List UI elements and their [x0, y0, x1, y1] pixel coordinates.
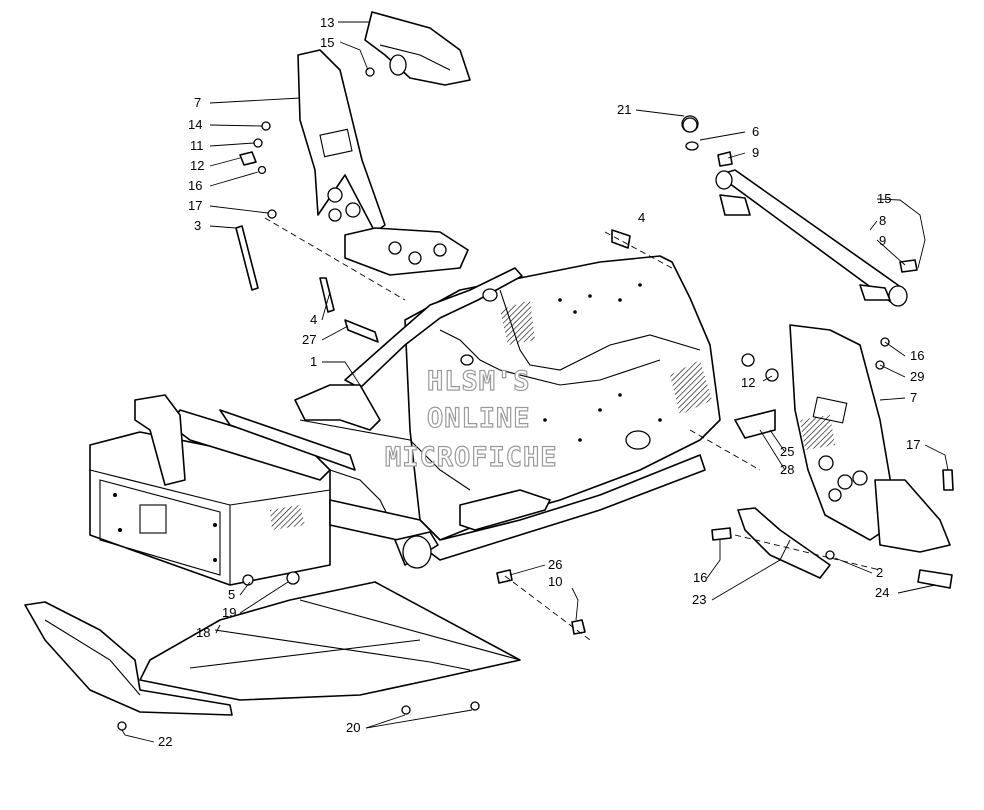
- leader-lines: [121, 21, 949, 743]
- callout-27: 27: [302, 332, 316, 347]
- main-frame: [89, 255, 721, 586]
- callout-16: 16: [910, 348, 924, 363]
- callout-13: 13: [320, 15, 334, 30]
- callout-11: 11: [190, 138, 204, 153]
- watermark: HLSM'S ONLINE MICROFICHE: [384, 365, 558, 473]
- callout-7: 7: [194, 95, 201, 110]
- callout-20: 20: [346, 720, 360, 735]
- callout-19: 19: [222, 605, 236, 620]
- callout-12: 12: [190, 158, 204, 173]
- callout-22: 22: [158, 734, 172, 749]
- callout-9: 9: [879, 233, 886, 248]
- watermark-line-2: ONLINE: [427, 403, 531, 434]
- callout-28: 28: [780, 462, 794, 477]
- callout-9: 9: [752, 145, 759, 160]
- callout-21: 21: [617, 102, 631, 117]
- callout-1: 1: [310, 354, 317, 369]
- watermark-line-1: HLSM'S: [427, 366, 531, 397]
- top-cover: [364, 11, 471, 86]
- steering-bar: [681, 115, 908, 307]
- skid-plate: [139, 581, 521, 701]
- callout-26: 26: [548, 557, 562, 572]
- callout-23: 23: [692, 592, 706, 607]
- callout-4: 4: [638, 210, 645, 225]
- lower-brackets: [737, 507, 953, 589]
- callout-14: 14: [188, 117, 202, 132]
- callout-7: 7: [910, 390, 917, 405]
- callout-6: 6: [752, 124, 759, 139]
- callout-2: 2: [876, 565, 883, 580]
- right-steering-brace: [734, 324, 951, 553]
- callout-15: 15: [320, 35, 334, 50]
- callout-29: 29: [910, 369, 924, 384]
- callout-12: 12: [741, 375, 755, 390]
- callout-16: 16: [188, 178, 202, 193]
- callout-5: 5: [228, 587, 235, 602]
- callout-8: 8: [879, 213, 886, 228]
- callout-10: 10: [548, 574, 562, 589]
- callout-labels: 13 15 7 14 11 12 16 17 3 4 4 27 1 21 6 9…: [158, 15, 924, 749]
- left-steering-brace: [235, 49, 469, 291]
- fasteners: [117, 67, 954, 731]
- callout-16: 16: [693, 570, 707, 585]
- front-bumper: [24, 601, 233, 716]
- callout-17: 17: [906, 437, 920, 452]
- callout-24: 24: [875, 585, 889, 600]
- callout-15: 15: [877, 191, 891, 206]
- callout-4: 4: [310, 312, 317, 327]
- callout-17: 17: [188, 198, 202, 213]
- watermark-line-3: MICROFICHE: [385, 442, 558, 473]
- callout-18: 18: [196, 625, 210, 640]
- callout-3: 3: [194, 218, 201, 233]
- callout-25: 25: [780, 444, 794, 459]
